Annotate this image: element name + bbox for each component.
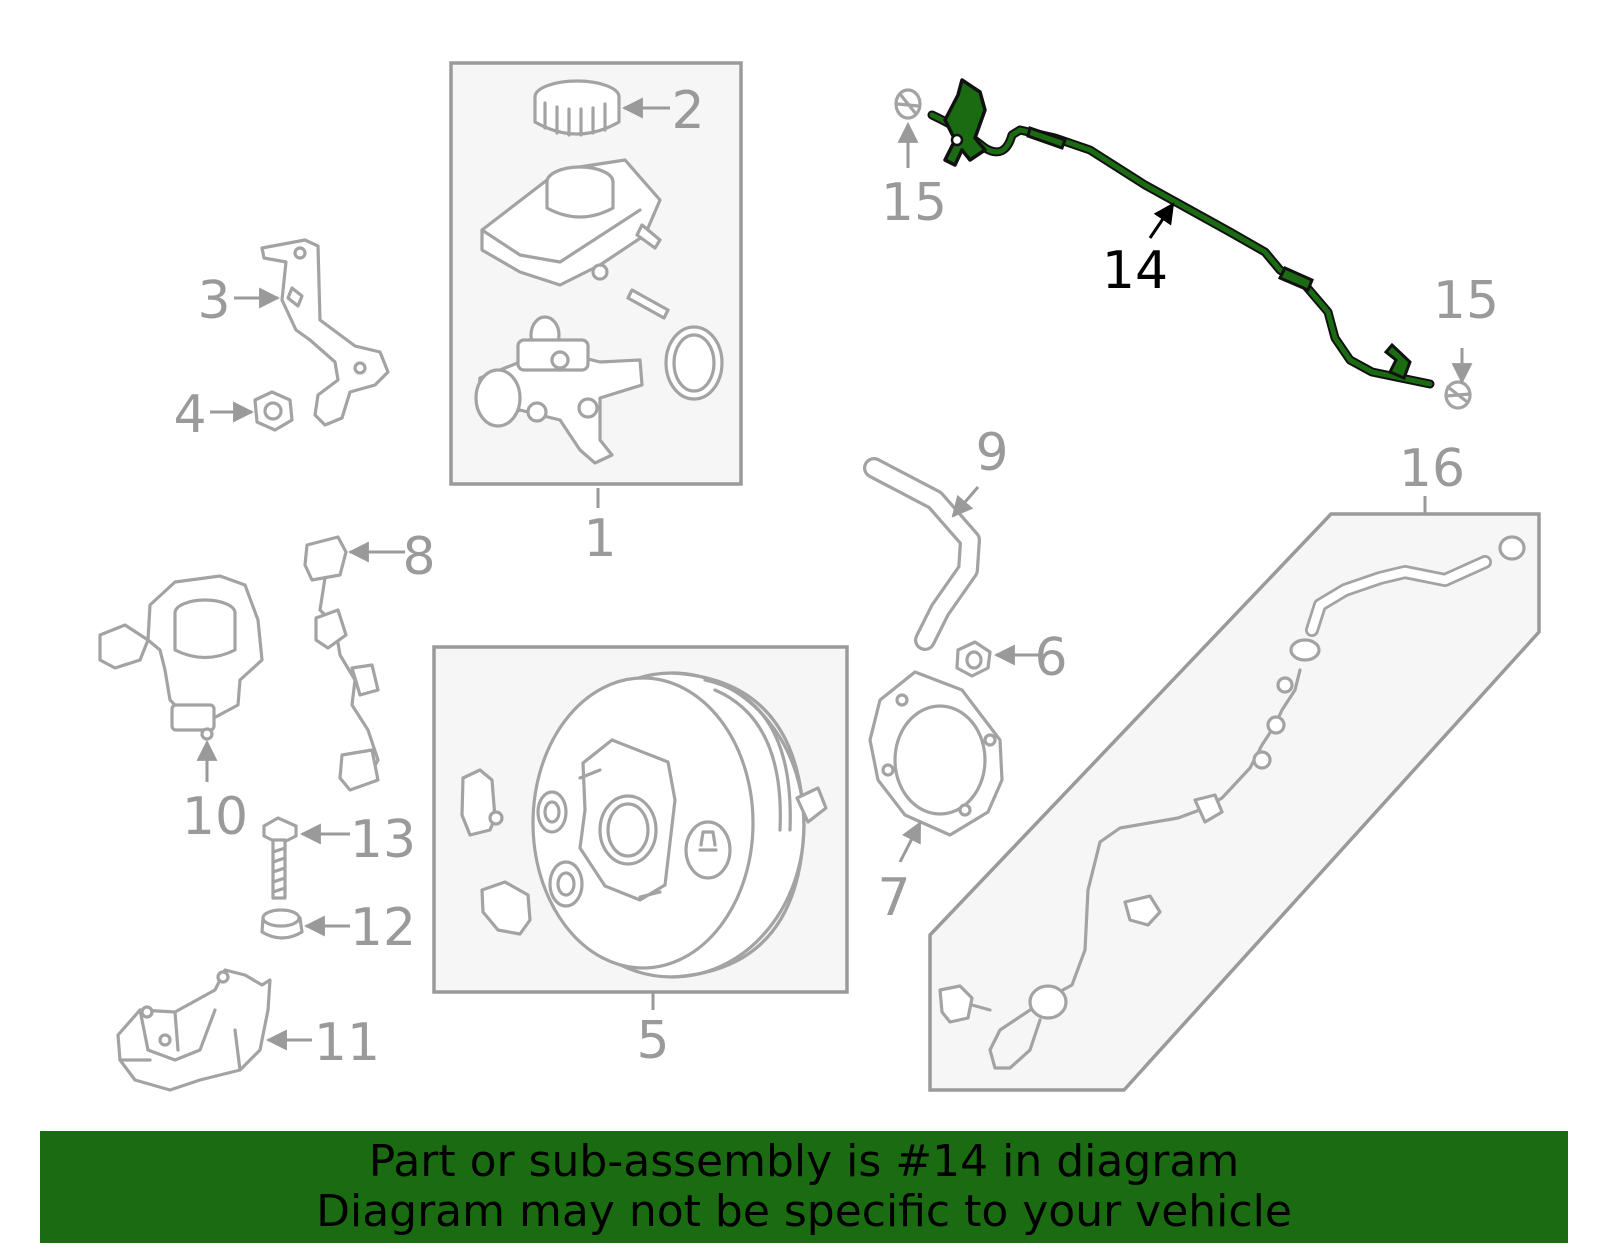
callout-15-right: 15 — [1433, 271, 1499, 331]
brake-booster-group — [432, 645, 849, 994]
info-banner: Part or sub-assembly is #14 in diagram D… — [40, 1131, 1568, 1243]
callout-11: 11 — [314, 1013, 380, 1073]
reservoir-cap-drawing — [533, 79, 621, 137]
callout-4: 4 — [173, 385, 206, 445]
vacuum-pump-drawing — [98, 574, 264, 741]
callout-5: 5 — [636, 1011, 669, 1071]
bolt-drawing — [262, 816, 298, 900]
callout-15-left: 15 — [881, 173, 947, 233]
callout-14: 14 — [1102, 241, 1168, 301]
callout-16: 16 — [1399, 439, 1465, 499]
nut-drawing — [253, 390, 294, 432]
banner-line-1: Part or sub-assembly is #14 in diagram — [368, 1136, 1240, 1187]
nut-6-drawing — [955, 640, 992, 678]
bracket-drawing — [260, 238, 390, 427]
washer-drawing — [260, 908, 304, 940]
callout-8: 8 — [402, 527, 435, 587]
cylinder-body-drawing — [474, 315, 644, 465]
callout-12: 12 — [350, 898, 416, 958]
pin-drawing — [626, 288, 670, 320]
callout-6: 6 — [1034, 628, 1067, 688]
wiring-harness-drawing — [303, 535, 380, 792]
clamp-right-drawing — [1444, 380, 1472, 410]
o-ring-drawing — [664, 325, 724, 401]
brake-hose-drawing — [927, 78, 1435, 389]
callout-7: 7 — [877, 868, 910, 928]
sensor-group — [928, 512, 1541, 1092]
vacuum-hose-fill — [866, 460, 978, 648]
reservoir-drawing — [480, 158, 662, 287]
gasket-drawing — [868, 670, 1004, 837]
clamp-left-drawing — [894, 88, 922, 120]
master-cylinder-group — [449, 61, 743, 486]
callout-13: 13 — [350, 810, 416, 870]
banner-line-2: Diagram may not be specific to your vehi… — [316, 1186, 1292, 1237]
callout-9: 9 — [975, 423, 1008, 483]
callout-3: 3 — [197, 271, 230, 331]
callout-2: 2 — [671, 81, 704, 141]
mounting-bracket-drawing — [116, 968, 272, 1092]
callout-10: 10 — [182, 787, 248, 847]
callout-1: 1 — [583, 509, 616, 569]
